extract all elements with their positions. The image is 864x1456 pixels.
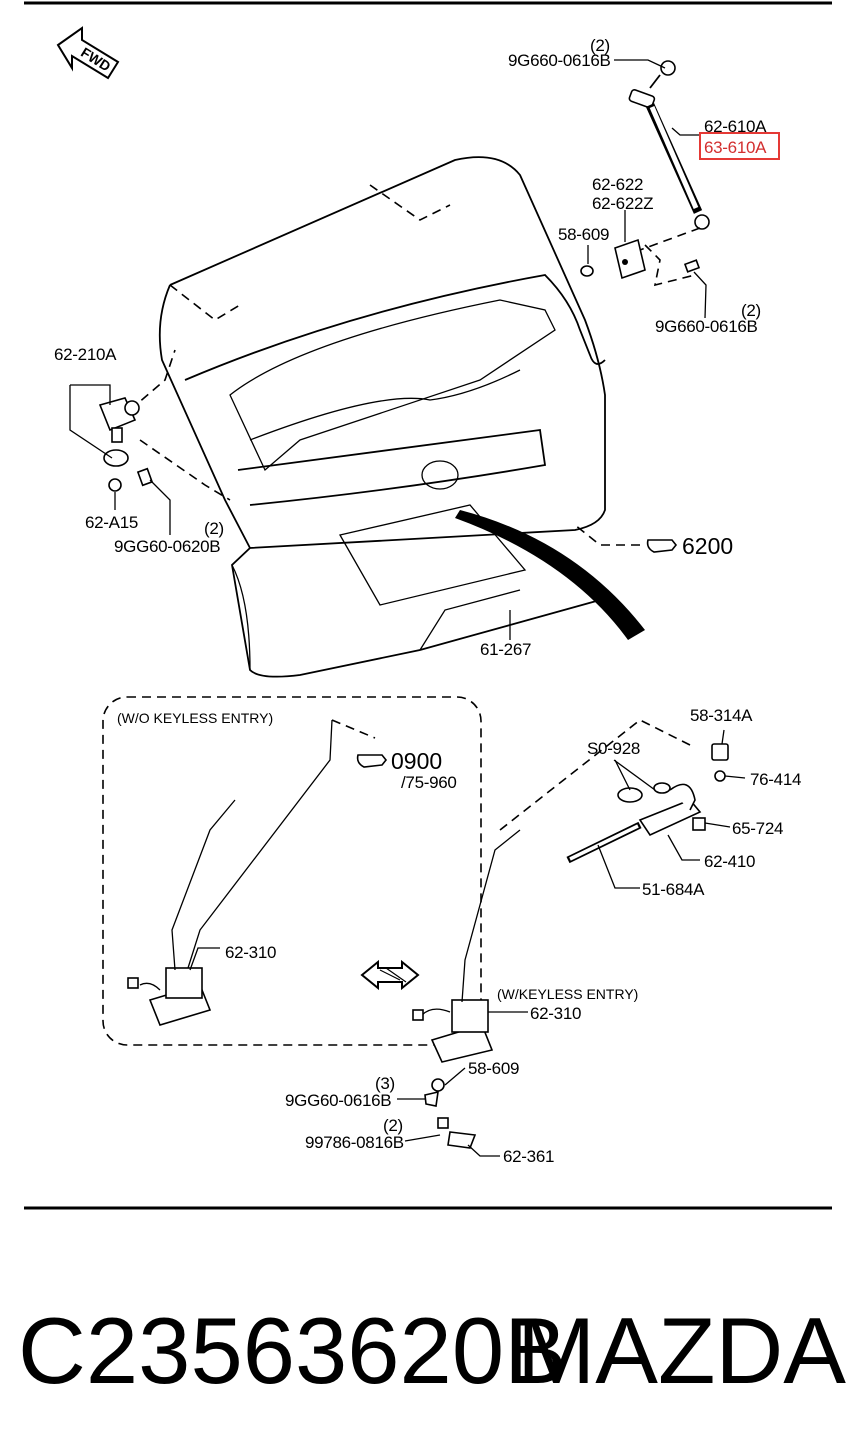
callout-part: 62-361 (503, 1147, 554, 1166)
callout-part: 0900 (391, 748, 442, 774)
callout-part: 9G660-0616B (508, 51, 611, 70)
double-arrow-icon (360, 959, 420, 991)
callout-part: 51-684A (642, 880, 705, 899)
callout-part: S0-928 (587, 739, 640, 758)
ref-pointer-icon (356, 754, 388, 768)
callout-part: 6200 (682, 533, 733, 559)
callout-part: 62-410 (704, 852, 755, 871)
latch-right (412, 829, 521, 1149)
callout-part: 99786-0816B (305, 1133, 404, 1152)
leader-lines (69, 59, 746, 1157)
parts-diagram: FWD (24, 1, 832, 1210)
brand-name: MAZDA (517, 1298, 846, 1403)
fwd-arrow-icon: FWD (56, 26, 120, 80)
callout-part: 62-A15 (85, 513, 138, 532)
callout-qty: (2) (383, 1116, 403, 1135)
weatherstrip-sweep (455, 510, 645, 640)
highlight-box (699, 132, 780, 160)
w-keyless-label: (W/KEYLESS ENTRY) (497, 986, 638, 1002)
hinge-part (98, 397, 154, 492)
callout-part: 62-622Z (592, 194, 653, 213)
callout-qty: (3) (375, 1074, 395, 1093)
callout-part: 65-724 (732, 819, 783, 838)
liftgate-panel (129, 156, 606, 678)
ref-pointer-icon (646, 539, 678, 553)
callout-part: 62-210A (54, 345, 117, 364)
callout-part: 58-609 (468, 1059, 519, 1078)
callout-part-highlighted: 63-610A (704, 138, 767, 157)
callout-part: 9G660-0616B (655, 317, 758, 336)
gas-strut (628, 60, 710, 230)
callout-part: 76-414 (750, 770, 801, 789)
callout-qty: (2) (204, 519, 224, 538)
callout-part: 62-622 (592, 175, 643, 194)
callout-part: 58-609 (558, 225, 609, 244)
callout-part: 9GG60-0620B (114, 537, 220, 556)
callout-part: 61-267 (480, 640, 531, 659)
handle-assembly (499, 719, 729, 864)
callout-part: 62-310 (530, 1004, 581, 1023)
callout-qty: (2) (741, 301, 761, 320)
caption-bar: C23563620B MAZDA (0, 1286, 864, 1416)
part-number: C23563620B (18, 1298, 567, 1403)
callout-part: 62-610A (704, 117, 767, 136)
callout-labels: (2) 9G660-0616B 62-610A 63-610A 62-622 6… (54, 36, 801, 1166)
strut-bracket (580, 238, 701, 287)
callout-part: 58-314A (690, 706, 753, 725)
wo-keyless-box (102, 696, 482, 1046)
callout-part: 9GG60-0616B (285, 1091, 391, 1110)
wo-keyless-label: (W/O KEYLESS ENTRY) (117, 710, 273, 726)
callout-part: /75-960 (401, 773, 457, 792)
callout-part: 62-310 (225, 943, 276, 962)
callout-qty: (2) (590, 36, 610, 55)
latch-left (127, 719, 333, 1026)
